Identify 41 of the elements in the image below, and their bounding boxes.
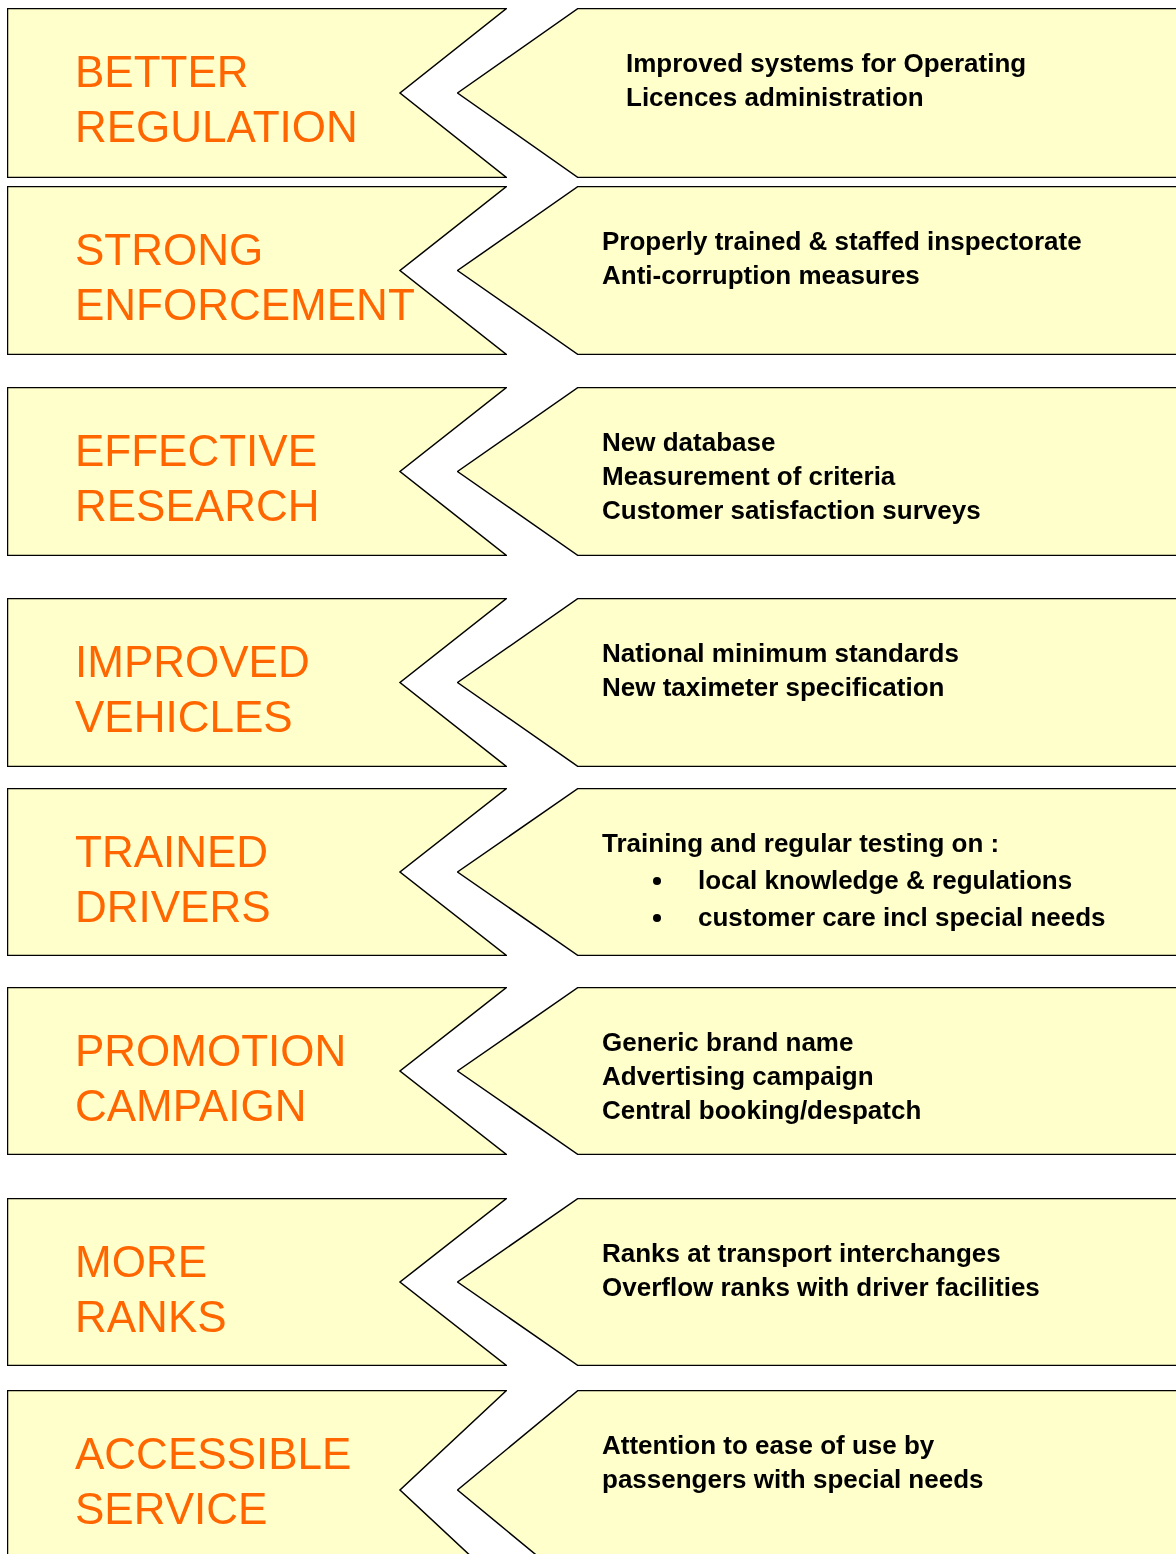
description-text: Properly trained & staffed inspectorate — [602, 225, 1082, 258]
description-text: Anti-corruption measures — [602, 259, 920, 292]
notched-box — [7, 987, 507, 1155]
description-text: Measurement of criteria — [602, 460, 896, 493]
arrow-box — [457, 8, 1176, 178]
section-title: ACCESSIBLE SERVICE — [75, 1428, 352, 1535]
description-text: Training and regular testing on : — [602, 827, 1000, 860]
section-title: PROMOTION CAMPAIGN — [75, 1025, 347, 1132]
section-title: BETTER REGULATION — [75, 46, 358, 153]
notched-box — [7, 598, 507, 767]
description-text: National minimum standards — [602, 637, 959, 670]
description-text: Improved systems for Operating Licences administration — [626, 47, 1028, 114]
description-text: local knowledge & regulations — [698, 864, 1073, 897]
description-text: Central booking/despatch — [602, 1094, 922, 1127]
description-text: Advertising campaign — [602, 1060, 874, 1093]
section-title: EFFECTIVE RESEARCH — [75, 425, 320, 532]
section-title: STRONG ENFORCEMENT — [75, 224, 415, 331]
arrow-box — [457, 387, 1176, 556]
section-title: TRAINED DRIVERS — [75, 826, 271, 933]
description-text: Generic brand name — [602, 1026, 854, 1059]
description-text: customer care incl special needs — [698, 901, 1106, 934]
description-text: Overflow ranks with driver facilities — [602, 1271, 1040, 1304]
arrow-box — [457, 1390, 1176, 1554]
arrow-box — [457, 598, 1176, 767]
notched-box — [7, 186, 507, 355]
arrow-box — [457, 788, 1176, 956]
notched-box — [7, 387, 507, 556]
description-text: New taximeter specification — [602, 671, 945, 704]
section-title: IMPROVED VEHICLES — [75, 636, 310, 743]
arrow-box — [457, 987, 1176, 1155]
notched-box — [7, 1198, 507, 1366]
arrow-box — [457, 186, 1176, 355]
notched-box — [7, 1390, 507, 1554]
description-text: Customer satisfaction surveys — [602, 494, 981, 527]
notched-box — [7, 8, 507, 178]
description-text: Attention to ease of use by passengers with special needs — [602, 1429, 985, 1496]
description-text: Ranks at transport interchanges — [602, 1237, 1001, 1270]
arrow-box — [457, 1198, 1176, 1366]
notched-box — [7, 788, 507, 956]
section-title: MORE RANKS — [75, 1236, 227, 1343]
description-text: New database — [602, 426, 776, 459]
